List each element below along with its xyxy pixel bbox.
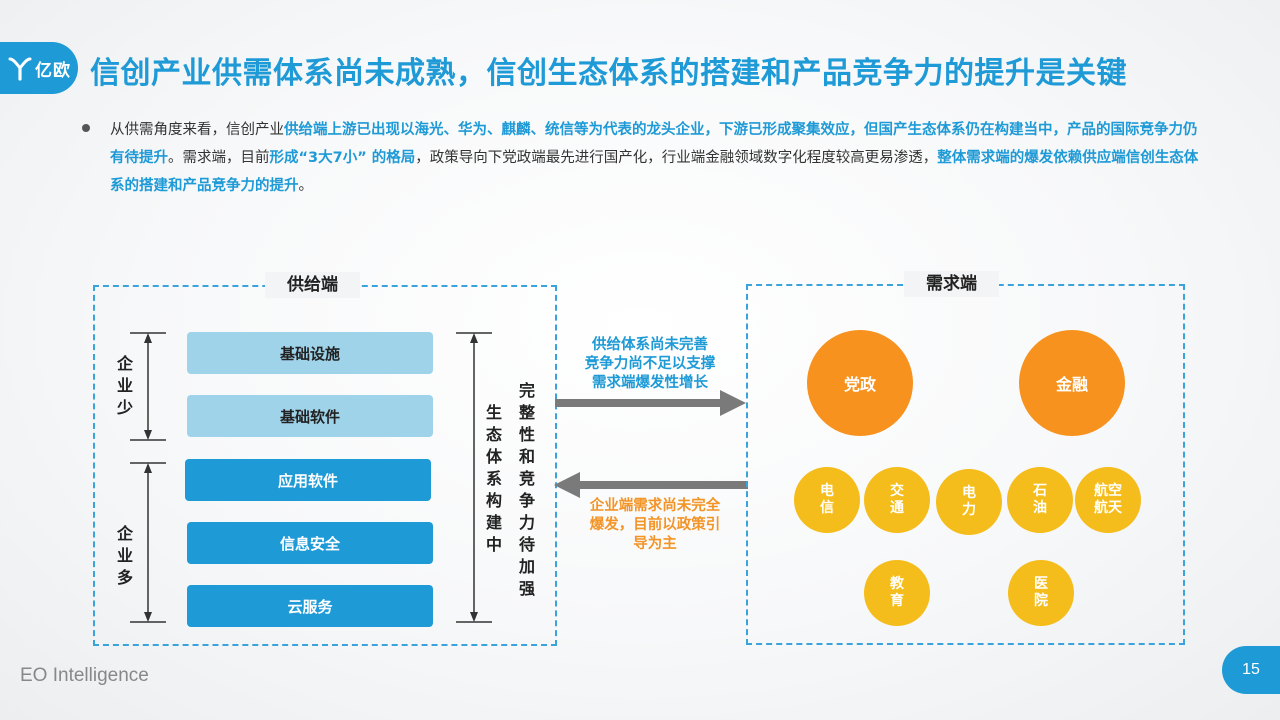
circle-education: 教育 bbox=[864, 560, 930, 626]
competitiveness-label: 完整性和竞争力待加强 bbox=[519, 381, 536, 598]
layer-information-security: 信息安全 bbox=[187, 522, 433, 564]
summary-text: 。 bbox=[298, 178, 314, 194]
demand-to-supply-caption: 企业端需求尚未完全爆发，目前以政策引导为主 bbox=[589, 498, 721, 552]
summary-text: ，政策导向下党政端最先进行国产化，行业端金融领域数字化程度较高更易渗透， bbox=[415, 150, 938, 166]
circle-hospital: 医院 bbox=[1008, 560, 1074, 626]
logo-text: 亿欧 bbox=[35, 60, 71, 81]
ecosystem-building-label: 生态体系构建中 bbox=[486, 403, 503, 554]
summary-text: 从供需角度来看，信创产业 bbox=[110, 122, 284, 138]
few-enterprises-label: 企业少 bbox=[117, 354, 134, 417]
many-enterprises-label: 企业多 bbox=[117, 524, 134, 587]
circle-telecom: 电信 bbox=[794, 467, 860, 533]
layer-basic-software: 基础软件 bbox=[187, 395, 433, 437]
demand-label: 需求端 bbox=[904, 271, 999, 297]
logo-badge: 亿欧 bbox=[0, 42, 78, 94]
circle-transportation: 交通 bbox=[864, 467, 930, 533]
summary-highlight: 供给端上游已出现以海光、华为、麒麟、统信等为代表的龙头企业，下游已形成聚集效应，… bbox=[110, 122, 1198, 166]
y-logo-icon bbox=[8, 57, 32, 81]
summary-text: 。需求端，目前 bbox=[168, 150, 270, 166]
bullet-dot bbox=[82, 124, 90, 132]
footer-brand: EO Intelligence bbox=[20, 665, 149, 686]
layer-cloud-service: 云服务 bbox=[187, 585, 433, 627]
supply-to-demand-caption: 供给体系尚未完善竞争力尚不足以支撑需求端爆发性增长 bbox=[584, 337, 716, 391]
circle-finance: 金融 bbox=[1019, 330, 1125, 436]
layer-infrastructure: 基础设施 bbox=[187, 332, 433, 374]
circle-party-government: 党政 bbox=[807, 330, 913, 436]
summary-highlight: 形成“3大7小” 的格局 bbox=[269, 150, 416, 166]
supply-label: 供给端 bbox=[265, 272, 360, 298]
layer-application-software: 应用软件 bbox=[185, 459, 431, 501]
summary-highlight: 整体需求端的爆发依赖供应端信创生态体系的搭建和产品竞争力的提升 bbox=[110, 150, 1199, 194]
circle-electric-power: 电力 bbox=[936, 469, 1002, 535]
page-title: 信创产业供需体系尚未成熟，信创生态体系的搭建和产品竞争力的提升是关键 bbox=[90, 56, 1127, 91]
demand-box bbox=[746, 284, 1185, 645]
circle-petroleum: 石油 bbox=[1007, 467, 1073, 533]
circle-aerospace: 航空航天 bbox=[1075, 467, 1141, 533]
page-number: 15 bbox=[1222, 646, 1280, 694]
summary-paragraph: 从供需角度来看，信创产业供给端上游已出现以海光、华为、麒麟、统信等为代表的龙头企… bbox=[110, 116, 1210, 200]
